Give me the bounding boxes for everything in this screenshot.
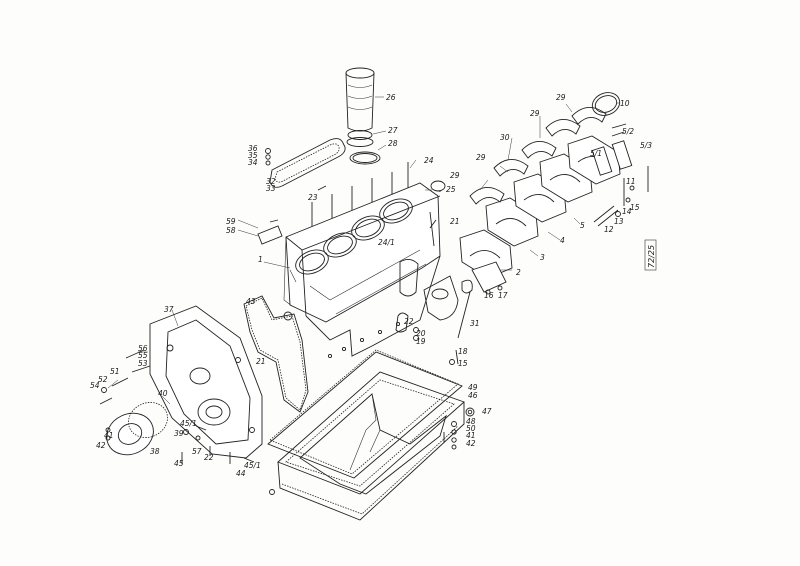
part-number-labels: 1 2 3 4 5 5/1 5/2 5/3 10 11 12 13 14 15 …	[90, 93, 652, 478]
part-label-13: 13	[614, 217, 624, 226]
main-bearing-caps	[459, 135, 633, 295]
part-label-31: 31	[470, 319, 480, 328]
part-label-29-c: 29	[530, 109, 540, 118]
part-label-42-right: 42	[466, 439, 476, 448]
small-plate	[257, 219, 283, 245]
part-label-18: 18	[458, 347, 468, 356]
part-label-57: 57	[192, 447, 202, 456]
part-label-44: 44	[236, 469, 246, 478]
oil-pan	[267, 349, 465, 521]
part-label-12: 12	[604, 225, 614, 234]
part-label-35: 35	[248, 151, 258, 160]
part-label-32: 32	[266, 177, 276, 186]
part-label-16: 16	[484, 291, 494, 300]
rear-fasteners	[430, 166, 649, 227]
part-label-33: 33	[266, 184, 276, 193]
part-label-55: 55	[138, 351, 148, 360]
part-label-53: 53	[138, 359, 148, 368]
part-label-54: 54	[90, 381, 100, 390]
part-label-17: 17	[498, 291, 508, 300]
part-label-28: 28	[388, 139, 398, 148]
part-label-51: 51	[110, 367, 120, 376]
drawing-code-stamp: 72/25	[644, 239, 657, 271]
part-label-3: 3	[540, 253, 545, 262]
engine-block	[283, 182, 459, 359]
cylinder-liner	[345, 67, 387, 165]
part-label-47: 47	[482, 407, 492, 416]
part-label-5: 5	[580, 221, 585, 230]
part-label-38: 38	[150, 447, 160, 456]
part-label-22-upper: 22	[404, 317, 414, 326]
breather-and-dipstick	[395, 211, 473, 341]
part-label-1: 1	[258, 255, 263, 264]
part-label-49: 49	[468, 383, 478, 392]
part-label-20: 20	[416, 329, 426, 338]
small-hardware-left	[99, 349, 255, 464]
leader-lines	[107, 102, 620, 405]
part-label-59: 59	[226, 217, 236, 226]
part-label-30: 30	[500, 133, 510, 142]
part-label-45: 45	[174, 459, 184, 468]
part-label-4: 4	[560, 236, 565, 245]
part-label-27: 27	[388, 126, 398, 135]
part-label-29-a: 29	[450, 171, 460, 180]
timing-cover	[149, 305, 263, 459]
part-label-2: 2	[516, 268, 521, 277]
front-gasket	[243, 295, 309, 413]
part-label-41-left: 41	[104, 431, 114, 440]
part-label-23: 23	[308, 193, 318, 202]
part-label-43: 43	[246, 297, 256, 306]
part-label-15-front: 15	[458, 359, 468, 368]
part-label-22-lower: 22	[204, 453, 214, 462]
part-label-48: 48	[466, 417, 476, 426]
part-label-52: 52	[98, 375, 108, 384]
part-label-26: 26	[386, 93, 396, 102]
cover-gasket	[265, 138, 346, 191]
part-label-21-upper: 21	[450, 217, 460, 226]
part-label-24-1: 24/1	[378, 238, 395, 247]
part-label-42-left: 42	[96, 441, 106, 450]
part-label-5-3: 5/3	[640, 141, 652, 150]
part-label-14: 14	[622, 207, 632, 216]
part-label-56: 56	[138, 344, 148, 353]
part-label-5-2: 5/2	[622, 127, 634, 136]
part-label-21-lower: 21	[256, 357, 266, 366]
drain-plug-set	[449, 349, 475, 450]
part-label-45-1-lower: 45/1	[244, 461, 261, 470]
part-label-25: 25	[446, 185, 456, 194]
part-label-50: 50	[466, 424, 476, 433]
part-label-24: 24	[424, 156, 434, 165]
part-label-39: 39	[174, 429, 184, 438]
part-label-58: 58	[226, 226, 236, 235]
part-label-29-d: 29	[556, 93, 566, 102]
part-label-29-b: 29	[476, 153, 486, 162]
part-label-10: 10	[620, 99, 630, 108]
part-label-19: 19	[416, 337, 426, 346]
part-label-46: 46	[468, 391, 478, 400]
part-label-34: 34	[248, 158, 258, 167]
part-label-45-1-upper: 45/1	[180, 419, 197, 428]
part-label-15-rear: 15	[630, 203, 640, 212]
bearing-shells	[469, 92, 627, 205]
part-label-41-right: 41	[466, 431, 476, 440]
part-label-40: 40	[158, 389, 168, 398]
part-label-36: 36	[248, 144, 258, 153]
part-label-5-1: 5/1	[590, 149, 602, 158]
drawing-code: 72/25	[647, 245, 656, 268]
part-label-37: 37	[164, 305, 174, 314]
seal-plate	[106, 402, 168, 456]
part-label-11: 11	[626, 177, 636, 186]
